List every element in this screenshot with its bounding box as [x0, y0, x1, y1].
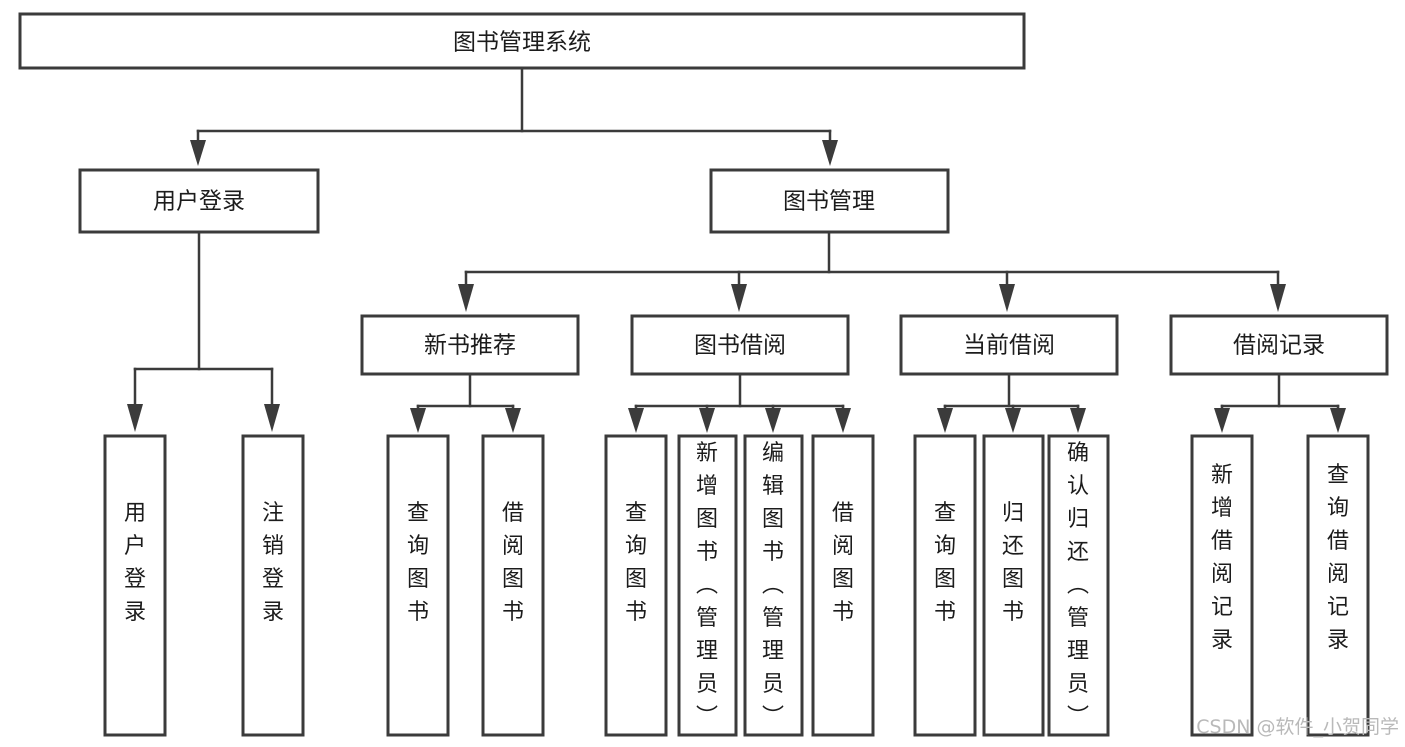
leaf-user-login-0[interactable]: 用户登录 — [103, 434, 167, 737]
node-book-borrow[interactable]: 图书借阅 — [630, 314, 850, 376]
leaf-borrow-record-0-box[interactable] — [1190, 434, 1254, 737]
node-book-borrow-label: 图书借阅 — [694, 333, 786, 359]
leaf-user-login-0-label: 用户登录 — [124, 501, 146, 625]
connector-book-management-to-level3 — [458, 230, 1286, 312]
node-root[interactable]: 图书管理系统 — [18, 12, 1026, 70]
leaf-user-login-1[interactable]: 注销登录 — [241, 434, 305, 737]
arrow-head-icon — [731, 284, 747, 312]
node-root-label: 图书管理系统 — [453, 30, 591, 56]
node-current-borrow[interactable]: 当前借阅 — [899, 314, 1119, 376]
leaf-user-login-1-label: 注销登录 — [262, 501, 284, 625]
node-borrow-record-label: 借阅记录 — [1233, 333, 1325, 359]
connector-borrow-record-to-leaves — [1214, 372, 1346, 433]
arrow-head-icon — [937, 408, 953, 433]
leaf-book-borrow-2-label: 编辑图书︵管理员︶ — [762, 441, 784, 730]
node-book-management-label: 图书管理 — [783, 189, 875, 215]
arrow-head-icon — [1005, 408, 1021, 433]
leaf-new-book-recommend-1-box[interactable] — [481, 434, 545, 737]
node-book-management[interactable]: 图书管理 — [709, 168, 950, 234]
leaf-borrow-record-0-label: 新增借阅记录 — [1211, 463, 1233, 653]
leaf-current-borrow-0[interactable]: 查询图书 — [913, 434, 977, 737]
leaf-book-borrow-0[interactable]: 查询图书 — [604, 434, 668, 737]
arrow-head-icon — [999, 284, 1015, 312]
leaf-current-borrow-0-box[interactable] — [913, 434, 977, 737]
leaf-book-borrow-2[interactable]: 编辑图书︵管理员︶ — [743, 434, 804, 737]
leaf-book-borrow-3-box[interactable] — [811, 434, 875, 737]
leaf-user-login-1-box[interactable] — [241, 434, 305, 737]
leaf-new-book-recommend-0-label: 查询图书 — [407, 501, 429, 625]
leaf-new-book-recommend-0[interactable]: 查询图书 — [386, 434, 450, 737]
arrow-head-icon — [628, 408, 644, 433]
arrow-head-icon — [190, 140, 206, 166]
leaf-book-borrow-1[interactable]: 新增图书︵管理员︶ — [677, 434, 738, 737]
connector-root-to-level2 — [190, 66, 838, 166]
leaf-book-borrow-1-box[interactable] — [677, 434, 738, 737]
node-root-box[interactable] — [18, 12, 1026, 70]
node-new-book-recommend-box[interactable] — [360, 314, 580, 376]
arrow-head-icon — [264, 404, 280, 432]
leaf-current-borrow-2-box[interactable] — [1047, 434, 1110, 737]
leaf-current-borrow-1[interactable]: 归还图书 — [982, 434, 1045, 737]
arrow-head-icon — [127, 404, 143, 432]
arrow-head-icon — [1330, 408, 1346, 433]
leaf-book-borrow-0-box[interactable] — [604, 434, 668, 737]
node-current-borrow-label: 当前借阅 — [963, 333, 1055, 359]
csdn-watermark: CSDN @软件_小贺同学 — [1196, 716, 1399, 738]
node-user-login[interactable]: 用户登录 — [78, 168, 320, 234]
leaf-book-borrow-0-label: 查询图书 — [625, 501, 647, 625]
leaf-book-borrow-3[interactable]: 借阅图书 — [811, 434, 875, 737]
connector-user-login-to-leaves — [127, 230, 280, 432]
leaf-current-borrow-2-label: 确认归还︵管理员︶ — [1067, 441, 1089, 730]
arrow-head-icon — [505, 408, 521, 433]
arrow-head-icon — [835, 408, 851, 433]
node-current-borrow-box[interactable] — [899, 314, 1119, 376]
leaf-user-login-0-box[interactable] — [103, 434, 167, 737]
arrow-head-icon — [1270, 284, 1286, 312]
leaf-new-book-recommend-1[interactable]: 借阅图书 — [481, 434, 545, 737]
node-new-book-recommend[interactable]: 新书推荐 — [360, 314, 580, 376]
node-user-login-box[interactable] — [78, 168, 320, 234]
arrow-head-icon — [699, 408, 715, 433]
arrow-head-icon — [458, 284, 474, 312]
arrow-head-icon — [822, 140, 838, 166]
connector-current-borrow-to-leaves — [937, 372, 1086, 433]
connector-new-book-recommend-to-leaves — [410, 372, 521, 433]
leaf-borrow-record-1-label: 查询借阅记录 — [1327, 463, 1349, 653]
leaf-current-borrow-0-label: 查询图书 — [934, 501, 956, 625]
leaf-book-borrow-1-label: 新增图书︵管理员︶ — [696, 441, 718, 730]
node-new-book-recommend-label: 新书推荐 — [424, 333, 516, 359]
leaf-new-book-recommend-0-box[interactable] — [386, 434, 450, 737]
node-borrow-record[interactable]: 借阅记录 — [1169, 314, 1389, 376]
leaf-current-borrow-1-box[interactable] — [982, 434, 1045, 737]
leaf-book-borrow-3-label: 借阅图书 — [832, 501, 854, 625]
arrow-head-icon — [1214, 408, 1230, 433]
leaf-current-borrow-1-label: 归还图书 — [1002, 501, 1024, 625]
leaf-book-borrow-2-box[interactable] — [743, 434, 804, 737]
leaf-borrow-record-1-box[interactable] — [1306, 434, 1370, 737]
arrow-head-icon — [410, 408, 426, 433]
leaf-borrow-record-0[interactable]: 新增借阅记录 — [1190, 434, 1254, 737]
node-user-login-label: 用户登录 — [153, 189, 245, 215]
leaf-new-book-recommend-1-label: 借阅图书 — [502, 501, 524, 625]
arrow-head-icon — [1070, 408, 1086, 433]
leaf-current-borrow-2[interactable]: 确认归还︵管理员︶ — [1047, 434, 1110, 737]
leaf-borrow-record-1[interactable]: 查询借阅记录 — [1306, 434, 1370, 737]
connector-book-borrow-to-leaves — [628, 372, 851, 433]
arrow-head-icon — [765, 408, 781, 433]
